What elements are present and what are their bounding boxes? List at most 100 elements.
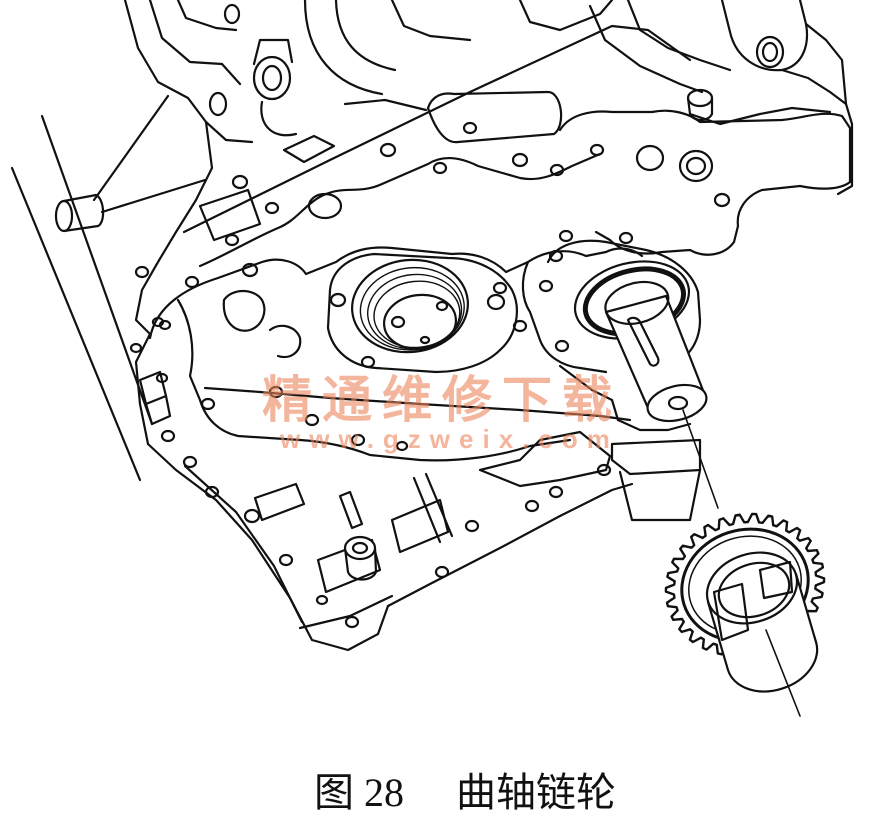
bolt-hole bbox=[713, 192, 731, 208]
block-top-edge bbox=[588, 4, 704, 94]
bolt-hole bbox=[160, 429, 176, 443]
oil-pan-rail bbox=[183, 464, 304, 624]
assembly-axis-line bbox=[765, 629, 801, 717]
cylinder-bore-arc bbox=[303, 0, 384, 96]
top-hole bbox=[223, 3, 241, 25]
rotor-hole bbox=[435, 300, 449, 312]
engine-block-drawing bbox=[10, 0, 854, 717]
oil-pump-housing bbox=[326, 252, 518, 374]
bolt-hole bbox=[182, 455, 198, 469]
block-pocket bbox=[390, 498, 450, 554]
bolt-hole bbox=[434, 565, 450, 579]
block-right-flange bbox=[780, 68, 854, 196]
block-top-edge bbox=[123, 0, 254, 144]
bolt-hole bbox=[486, 293, 506, 311]
bolt-hole bbox=[538, 279, 554, 293]
drain-slot bbox=[412, 472, 454, 544]
bolt-hole bbox=[307, 192, 343, 220]
block-top-edge bbox=[390, 0, 472, 42]
bolt-hole bbox=[395, 440, 409, 452]
block-side-edge bbox=[40, 114, 154, 426]
bolt-hole bbox=[596, 463, 612, 477]
block-boss bbox=[268, 324, 302, 359]
top-hole bbox=[208, 91, 228, 117]
sprocket-hub-face bbox=[705, 551, 799, 625]
side-bracket bbox=[144, 394, 172, 426]
watermark-url: www.gzweix.com bbox=[280, 424, 619, 454]
bolt-hole bbox=[134, 265, 150, 279]
bolt-hole bbox=[344, 615, 360, 629]
figure-title: 曲轴链轮 bbox=[456, 770, 616, 815]
crankshaft-keyway bbox=[626, 316, 660, 367]
line-art bbox=[10, 0, 854, 717]
block-top-edge bbox=[176, 0, 238, 32]
bolt-hole bbox=[524, 499, 540, 513]
sprocket-bore bbox=[717, 561, 791, 619]
bolt-hole bbox=[549, 163, 565, 177]
watermark-text: 精通维修下载 bbox=[262, 371, 622, 429]
block-rib bbox=[260, 100, 298, 137]
bolt-hole bbox=[350, 433, 366, 447]
bolt-hole bbox=[464, 519, 480, 533]
block-face-gasket bbox=[521, 260, 608, 374]
crankshaft-end-face bbox=[646, 383, 708, 423]
oil-pump-seal bbox=[351, 258, 469, 354]
block-face-rail bbox=[203, 386, 632, 422]
block-tab bbox=[478, 430, 612, 488]
side-stud-end bbox=[54, 199, 74, 233]
block-side-edge bbox=[92, 94, 170, 202]
bolt-hole bbox=[129, 342, 143, 354]
bolt-hole bbox=[558, 229, 574, 243]
cover-window bbox=[426, 90, 563, 144]
block-side-edge bbox=[10, 166, 142, 482]
head-boss-hole bbox=[261, 64, 283, 92]
block-top-edge bbox=[518, 0, 614, 32]
bolt-hole bbox=[554, 339, 570, 353]
sprocket-key-slot bbox=[758, 560, 794, 600]
bolt-hole bbox=[512, 319, 528, 333]
bolt-stud bbox=[338, 490, 364, 530]
block-top-edge bbox=[148, 0, 242, 86]
upper-boss bbox=[720, 0, 808, 72]
bolt-hole bbox=[200, 397, 216, 411]
head-boss-collar bbox=[252, 38, 294, 66]
bolt-hole bbox=[304, 413, 320, 427]
bolt-hole bbox=[618, 231, 634, 245]
head-boss bbox=[252, 55, 292, 101]
crankshaft-seal-inner bbox=[604, 280, 670, 325]
block-rib bbox=[343, 98, 428, 112]
bolt-hole bbox=[241, 262, 259, 278]
oil-pan-rail bbox=[298, 594, 394, 630]
block-pocket bbox=[253, 482, 306, 522]
oil-pump-seal-ring bbox=[367, 273, 463, 350]
cover-large-hole bbox=[635, 144, 665, 172]
cylinder-bore-arc bbox=[334, 0, 397, 72]
bolt-hole bbox=[379, 142, 397, 158]
block-pocket bbox=[198, 188, 262, 242]
boss-hole-inner bbox=[761, 41, 779, 63]
bolt-hole bbox=[204, 485, 220, 499]
bolt-hole bbox=[548, 249, 564, 263]
bearing-cap bbox=[618, 468, 702, 522]
bearing-cap bbox=[610, 438, 702, 476]
bolt-hole bbox=[184, 275, 200, 289]
right-cover-plate bbox=[558, 109, 852, 256]
cover-large-hole-inner bbox=[685, 156, 707, 176]
side-stud bbox=[62, 193, 105, 233]
cover-large-hole bbox=[678, 149, 714, 183]
bolt-hole bbox=[315, 594, 329, 606]
crank-seal-boss bbox=[546, 239, 702, 364]
bolt-hole bbox=[432, 161, 448, 175]
bolt-hole bbox=[268, 385, 284, 399]
front-cover-gasket bbox=[198, 152, 602, 268]
block-rib bbox=[558, 364, 620, 422]
bolt-hole bbox=[243, 508, 261, 524]
block-side-edge bbox=[100, 178, 207, 214]
oil-pan-rail bbox=[386, 482, 634, 608]
front-cover-edge bbox=[182, 24, 692, 234]
bolt-hole bbox=[462, 121, 478, 135]
boss-hole bbox=[755, 35, 785, 69]
rotor-hole bbox=[419, 335, 431, 345]
block-face-gasket bbox=[176, 298, 572, 462]
bolt-hole bbox=[329, 292, 347, 308]
